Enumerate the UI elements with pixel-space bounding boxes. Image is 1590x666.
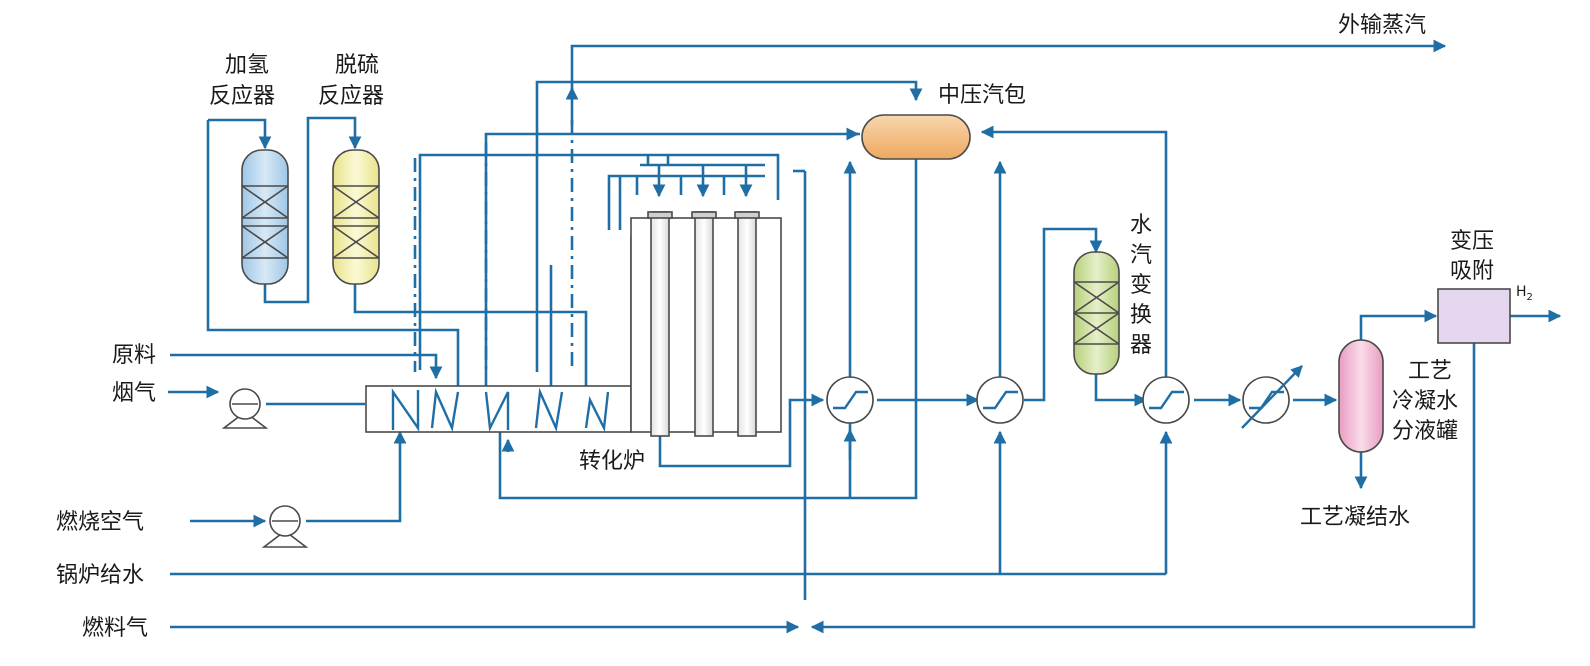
label-fuel-gas: 燃料气: [82, 616, 148, 641]
reformer-furnace: [630, 211, 782, 437]
label-desulf-reactor-2: 反应器: [318, 84, 384, 109]
label-shift-3: 变: [1130, 273, 1152, 298]
label-shift-4: 换: [1130, 303, 1152, 328]
reformer-manifold: [418, 153, 780, 370]
label-psa-2: 吸附: [1450, 259, 1494, 284]
sep-to-psa: [1359, 309, 1438, 342]
mp-steam-drum: [861, 114, 971, 160]
label-shift-5: 器: [1130, 333, 1152, 358]
label-h2: H2: [1516, 284, 1533, 303]
coil-2: [430, 387, 460, 433]
desulf-outlet: [353, 282, 593, 400]
steam-header: [484, 132, 860, 392]
drum-feed-loop: [535, 80, 923, 372]
label-reformer: 转化炉: [579, 449, 645, 474]
reformer-tube-3: [737, 211, 757, 437]
label-psa-1: 变压: [1450, 229, 1494, 254]
label-hydro-reactor: 加氢: [225, 53, 269, 78]
label-boiler-water: 锅炉给水: [56, 563, 144, 588]
manifold-stubs: [646, 155, 670, 165]
feedstock-line: [170, 353, 443, 380]
label-mp-drum: 中压汽包: [938, 83, 1026, 108]
air-fan: [261, 505, 309, 548]
waste-heat-boiler-1: [826, 376, 874, 424]
label-condensate: 工艺凝结水: [1300, 505, 1410, 530]
bfw-preheater: [1142, 376, 1190, 424]
hydro-inlet: [208, 118, 272, 150]
labels: 加氢 反应器 脱硫 反应器 外输蒸汽 中压汽包 原料 烟气 燃烧空气 锅炉给水 …: [56, 13, 1533, 641]
hydro-to-desulf: [263, 116, 362, 304]
condensate-separator: [1338, 339, 1384, 453]
reformer-tube-2: [694, 211, 714, 437]
hydro-feed-line: [206, 120, 460, 392]
label-sep-3: 分液罐: [1392, 419, 1458, 444]
final-cooler: [1241, 365, 1303, 429]
desulf-reactor: [332, 149, 380, 285]
coil-1: [391, 388, 420, 432]
air-to-convection: [306, 430, 407, 523]
coil-4: [534, 387, 564, 433]
label-flue-gas: 烟气: [112, 381, 156, 406]
coil-5: [584, 391, 610, 433]
label-shift-1: 水: [1130, 213, 1152, 238]
shift-converter: [1073, 251, 1120, 375]
flue-gas-fan: [221, 388, 269, 429]
label-export-steam: 外输蒸汽: [1338, 13, 1426, 38]
label-hydro-reactor-2: 反应器: [209, 84, 275, 109]
drum-downcomer: [498, 145, 918, 500]
label-shift-2: 汽: [1130, 243, 1152, 268]
inlet-stubs: [618, 176, 726, 230]
hydro-reactor: [241, 149, 289, 285]
piping: [168, 39, 1562, 634]
label-sep-2: 冷凝水: [1392, 389, 1458, 414]
psa-tailgas: [810, 342, 1476, 634]
reformer-inlet-header: [607, 174, 765, 230]
reformer-outlet: [658, 393, 825, 468]
waste-heat-boiler-2: [976, 376, 1024, 424]
convection-coils: [391, 387, 610, 433]
reformer-tube-1: [650, 211, 670, 437]
coil-3: [484, 391, 510, 433]
psa-unit: [1437, 288, 1511, 344]
whb2-to-shift: [1024, 227, 1103, 402]
bfw-preheat-to-drum: [980, 125, 1168, 380]
label-feedstock: 原料: [112, 343, 156, 368]
shift-outlet: [1094, 372, 1148, 407]
label-combustion-air: 燃烧空气: [56, 510, 144, 535]
label-desulf-reactor: 脱硫: [335, 53, 379, 78]
label-sep-1: 工艺: [1408, 359, 1452, 384]
fuel-dashdot: [413, 120, 574, 372]
